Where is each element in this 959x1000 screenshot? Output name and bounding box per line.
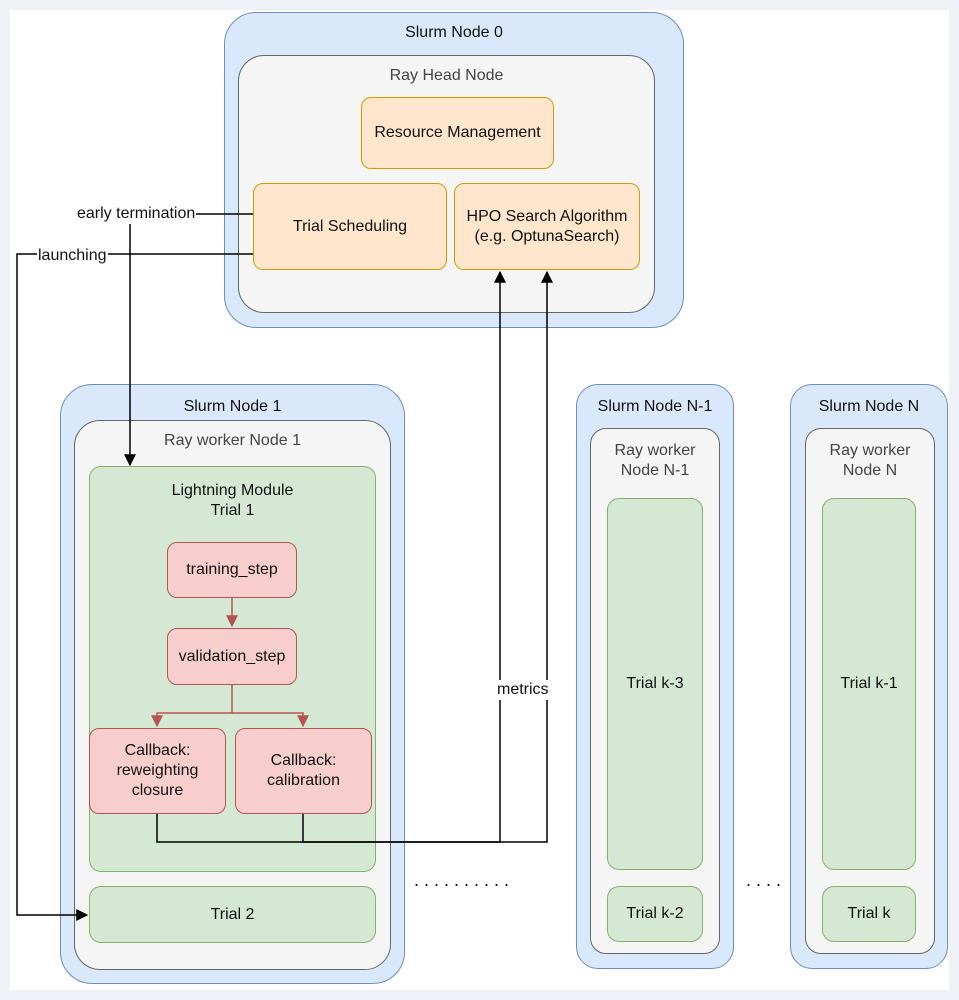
metrics-label: metrics [494, 680, 552, 700]
trial-k-2-box: Trial k-2 [607, 886, 703, 942]
hpo-search-algorithm-box: HPO Search Algorithm (e.g. OptunaSearch) [454, 183, 640, 270]
trial-k-2-label: Trial k-2 [626, 905, 684, 922]
early-termination-label: early termination [76, 204, 197, 224]
callback-reweighting-box: Callback: reweighting closure [89, 728, 226, 814]
callback-calibration-box: Callback: calibration [235, 728, 372, 814]
hpo-search-algorithm-label: HPO Search Algorithm (e.g. OptunaSearch) [466, 207, 628, 245]
ray-worker-node-n-1-title: Ray worker Node N-1 [614, 442, 696, 479]
architecture-diagram: Slurm Node 0 Ray Head Node Resource Mana… [10, 10, 949, 990]
slurm-node-0-title: Slurm Node 0 [405, 24, 503, 41]
trial-k-3-label: Trial k-3 [626, 675, 684, 692]
trial-scheduling-box: Trial Scheduling [253, 183, 447, 270]
validation-step-label: validation_step [178, 647, 286, 665]
trial-k-label: Trial k [847, 905, 891, 922]
trial-k-1-label: Trial k-1 [840, 675, 898, 692]
trial-2-label: Trial 2 [210, 905, 255, 923]
trial-2-box: Trial 2 [89, 886, 376, 943]
callback-reweighting-label: Callback: reweighting closure [116, 742, 199, 799]
training-step-box: training_step [167, 542, 297, 598]
ray-worker-node-n-title: Ray worker Node N [829, 442, 911, 479]
training-step-label: training_step [186, 561, 278, 578]
trial-scheduling-label: Trial Scheduling [292, 217, 408, 235]
callback-calibration-label: Callback: calibration [267, 752, 340, 789]
ray-head-node-title: Ray Head Node [389, 67, 504, 84]
trial-k-1-box: Trial k-1 [822, 498, 916, 870]
lightning-module-title: Lightning Module Trial 1 [171, 482, 294, 519]
slurm-node-n-1-title: Slurm Node N-1 [597, 398, 713, 415]
launching-label: launching [37, 246, 108, 266]
validation-step-box: validation_step [167, 628, 297, 685]
resource-management-label: Resource Management [374, 124, 541, 141]
slurm-node-1-title: Slurm Node 1 [183, 398, 282, 415]
ellipsis-right: .... [746, 870, 787, 890]
ellipsis-middle: .......... [414, 870, 515, 890]
slurm-node-n-title: Slurm Node N [818, 398, 920, 415]
ray-worker-node-1-title: Ray worker Node 1 [164, 432, 301, 449]
resource-management-box: Resource Management [361, 97, 554, 169]
trial-k-box: Trial k [822, 886, 916, 942]
trial-k-3-box: Trial k-3 [607, 498, 703, 870]
